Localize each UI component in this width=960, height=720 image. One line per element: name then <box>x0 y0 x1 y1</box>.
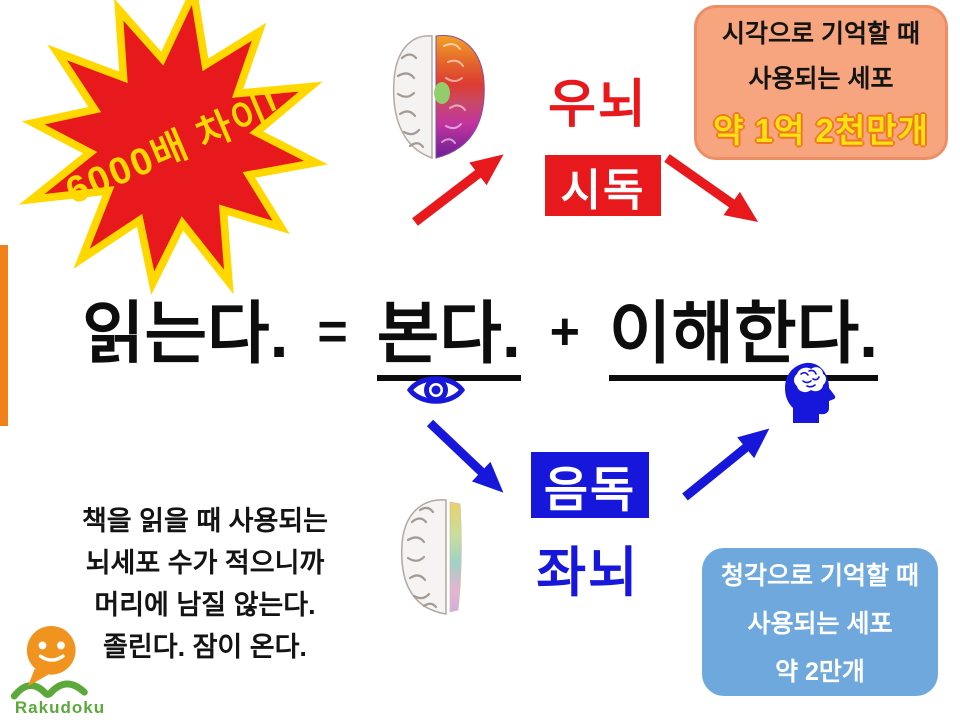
plus-sign: + <box>549 303 580 361</box>
arrow-down-right-blue <box>426 419 504 493</box>
starburst-shape <box>18 0 328 295</box>
head-brain-icon <box>785 362 836 423</box>
visual-memory-box: 시각으로 기억할 때 사용되는 세포 약 1억 2천만개 <box>694 5 948 160</box>
note-line1: 책을 읽을 때 사용되는 <box>81 506 329 536</box>
left-brain-icon <box>400 499 462 615</box>
audio-box-line1: 청각으로 기억할 때 <box>721 562 919 590</box>
left-accent-bar <box>0 245 8 426</box>
visual-box-line1: 시각으로 기억할 때 <box>722 19 920 48</box>
rakudoku-logo-text: Rakudoku <box>14 698 106 717</box>
note-line3: 머리에 남질 않는다. <box>94 590 316 620</box>
visual-reading-tag: 시독 <box>545 155 661 216</box>
right-brain-icon <box>392 35 485 160</box>
note-line2: 뇌세포 수가 적으니까 <box>85 548 325 578</box>
note-paragraph: 책을 읽을 때 사용되는 뇌세포 수가 적으니까 머리에 남질 않는다. 졸린다… <box>48 500 362 668</box>
arrow-up-right-blue <box>682 428 770 501</box>
headline: 읽는다. = 본다. + 이해한다. <box>0 278 960 381</box>
rakudoku-logo-icon <box>10 625 88 700</box>
left-brain-label: 좌뇌 <box>536 543 640 603</box>
note-line4: 졸린다. 잠이 온다. <box>103 632 307 662</box>
headline-see: 본다. <box>376 296 521 381</box>
arrow-down-right-red <box>664 154 759 223</box>
right-brain-label: 우뇌 <box>548 76 648 134</box>
audio-box-line2: 사용되는 세포 <box>747 610 893 638</box>
starburst-badge: 6000배 차이! <box>5 0 340 300</box>
visual-box-line2: 사용되는 세포 <box>748 64 894 93</box>
eye-icon <box>407 376 465 404</box>
headline-understand: 이해한다. <box>608 296 879 381</box>
visual-reading-label: 시독 <box>560 165 646 215</box>
auditory-memory-box: 청각으로 기억할 때 사용되는 세포 약 2만개 <box>702 548 938 696</box>
audio-cell-count: 약 2만개 <box>775 658 865 686</box>
visual-cell-count: 약 1억 2천만개 <box>713 111 929 149</box>
equals-sign: = <box>317 303 348 361</box>
oral-reading-tag: 음독 <box>531 452 649 518</box>
star-polygon <box>18 0 328 295</box>
oral-reading-label: 음독 <box>543 464 637 517</box>
arrow-up-right-red <box>412 154 504 226</box>
headline-read: 읽는다. <box>81 296 289 372</box>
